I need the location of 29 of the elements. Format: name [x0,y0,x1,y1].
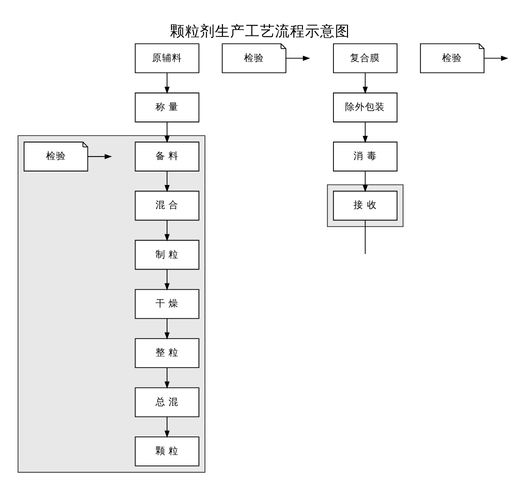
arrow [164,122,170,144]
arrow [164,72,170,94]
arrow [164,416,170,438]
node-box: 整 粒 [134,338,200,368]
node-box: 消 毒 [333,142,398,172]
node-box: 制 粒 [134,240,200,270]
arrow [362,170,368,192]
diagram-title: 颗粒剂生产工艺流程示意图 [170,24,350,40]
connector [364,220,366,254]
arrow [484,56,508,61]
arrow [164,268,170,290]
node-box: 称 量 [134,92,200,122]
arrow [286,56,310,61]
node-box: 复合膜 [333,43,398,74]
node-box: 接 收 [333,190,398,221]
arrow [164,170,170,192]
arrow [87,154,112,160]
arrow [362,122,368,144]
node-box: 干 燥 [134,289,200,319]
arrow [164,367,170,389]
node-box: 除外包装 [333,92,398,122]
node-box: 原辅料 [134,43,200,74]
arrow [164,318,170,340]
node-box: 总 混 [134,387,200,418]
node-box: 颗 粒 [134,436,200,466]
node-box: 备 料 [134,142,200,172]
node-box: 混 合 [134,190,200,221]
arrow [164,220,170,242]
arrow [362,72,368,94]
